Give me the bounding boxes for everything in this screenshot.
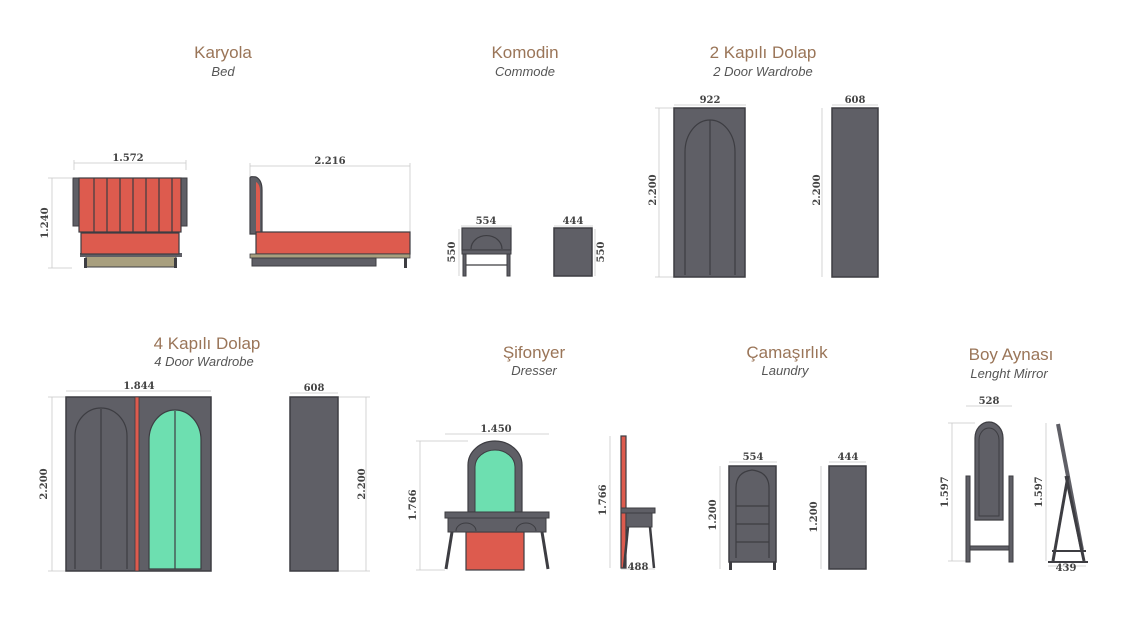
dim-bed-height: 1.240 (40, 207, 51, 238)
dim-wardrobe4-width: 1.844 (123, 381, 154, 392)
subtitle-wardrobe-4door: 4 Door Wardrobe (154, 354, 254, 369)
dim-bed-width: 1.572 (112, 153, 143, 164)
dim-dresser-height: 1.766 (408, 489, 419, 520)
dim-mirror-width: 528 (979, 396, 1000, 407)
dim-commode-side-height: 550 (596, 242, 607, 263)
commode-front-view: 554 550 (447, 216, 512, 277)
mirror-front-view: 528 1.597 (940, 396, 1014, 563)
wardrobe-2door-side-view: 608 2.200 (812, 95, 879, 278)
title-laundry: Çamaşırlık (746, 343, 828, 362)
title-dresser: Şifonyer (502, 343, 566, 362)
title-bed: Karyola (194, 43, 252, 62)
dim-wardrobe4-side-height: 2.200 (357, 468, 368, 499)
dim-bed-length: 2.216 (314, 156, 345, 167)
dim-commode-depth: 444 (563, 216, 584, 227)
title-wardrobe-2door: 2 Kapılı Dolap (709, 43, 817, 62)
dim-mirror-side-height: 1.597 (1034, 476, 1045, 507)
subtitle-dresser: Dresser (511, 363, 557, 378)
dim-laundry-width: 554 (743, 452, 764, 463)
subtitle-wardrobe-2door: 2 Door Wardrobe (713, 64, 813, 79)
subtitle-commode: Commode (495, 64, 555, 79)
dim-dresser-width: 1.450 (480, 424, 511, 435)
dim-wardrobe2-depth: 608 (845, 95, 866, 106)
dim-wardrobe2-height: 2.200 (648, 174, 659, 205)
mirror-side-view: 1.597 439 (1034, 423, 1088, 574)
title-mirror: Boy Aynası (968, 345, 1054, 364)
title-commode: Komodin (491, 43, 559, 62)
subtitle-laundry: Laundry (761, 363, 809, 378)
dim-commode-height: 550 (447, 242, 458, 263)
subtitle-bed: Bed (211, 64, 235, 79)
dim-commode-width: 554 (476, 216, 497, 227)
subtitle-mirror: Lenght Mirror (970, 366, 1048, 381)
dim-laundry-side-height: 1.200 (809, 501, 820, 532)
wardrobe-4door-front-view: 1.844 2.200 (39, 381, 212, 572)
commode-side-view: 444 550 (553, 216, 607, 277)
wardrobe-4door-side-view: 608 2.200 (289, 383, 370, 572)
laundry-front-view: 554 1.200 (708, 452, 777, 570)
dim-mirror-depth: 439 (1056, 563, 1077, 574)
laundry-side-view: 444 1.200 (809, 452, 867, 570)
bed-front-view: 1.572 1.240 (40, 153, 188, 269)
dim-wardrobe4-height: 2.200 (39, 468, 50, 499)
dresser-side-view: 1.766 488 (598, 435, 656, 573)
dim-wardrobe2-width: 922 (700, 95, 721, 106)
dim-laundry-depth: 444 (838, 452, 859, 463)
title-wardrobe-4door: 4 Kapılı Dolap (153, 334, 261, 353)
bed-side-view: 2.216 (249, 156, 411, 268)
dim-wardrobe4-depth: 608 (304, 383, 325, 394)
wardrobe-2door-front-view: 922 2.200 (648, 95, 746, 278)
dim-wardrobe2-side-height: 2.200 (812, 174, 823, 205)
dim-laundry-height: 1.200 (708, 499, 719, 530)
dresser-front-view: 1.450 1.766 (408, 424, 550, 571)
dim-dresser-side-height: 1.766 (598, 484, 609, 515)
dim-mirror-height: 1.597 (940, 476, 951, 507)
dim-dresser-depth: 488 (628, 562, 649, 573)
